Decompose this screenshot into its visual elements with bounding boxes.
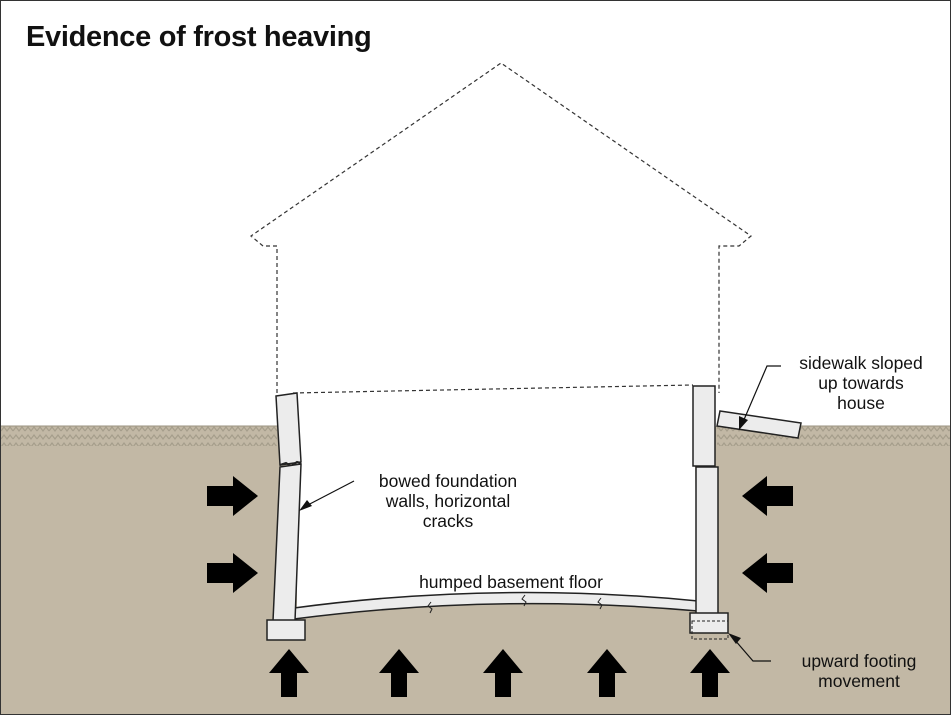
label-sidewalk: sidewalk sloped up towards house [783, 353, 939, 413]
arrow-left-icon [742, 553, 793, 593]
label-sidewalk-line: house [837, 393, 885, 413]
label-bowed-walls-line: walls, horizontal [385, 491, 511, 511]
leader-footing [728, 633, 771, 662]
left-footing [266, 619, 306, 641]
label-footing-line: upward footing [801, 651, 917, 671]
label-footing-line: movement [818, 671, 900, 691]
arrow-up-icon [483, 649, 523, 697]
label-sidewalk-line: sidewalk sloped [799, 353, 923, 373]
right-wall-upper [692, 385, 716, 467]
page-title: Evidence of frost heaving [26, 21, 372, 53]
arrow-left-icon [742, 476, 793, 516]
label-bowed-walls: bowed foundation walls, horizontal crack… [358, 471, 538, 531]
label-floor-line: humped basement floor [419, 572, 603, 592]
label-bowed-walls-line: bowed foundation [378, 471, 518, 491]
sloped-sidewalk [716, 410, 802, 439]
left-wall-upper [275, 392, 302, 466]
arrow-up-icon [587, 649, 627, 697]
arrow-right-icon [207, 476, 258, 516]
right-footing [689, 612, 729, 634]
basement-interior [297, 385, 697, 607]
leader-sidewalk [739, 365, 781, 430]
surface-layer-left [1, 426, 277, 446]
floor-line [292, 384, 694, 394]
original-footing-position [691, 620, 729, 640]
label-floor: humped basement floor [386, 572, 636, 592]
right-wall-lower [695, 466, 719, 615]
house-outline [250, 62, 752, 393]
label-sidewalk-line: up towards [818, 373, 904, 393]
label-bowed-walls-line: cracks [422, 511, 474, 531]
arrow-up-icon [379, 649, 419, 697]
arrow-right-icon [207, 553, 258, 593]
arrow-up-icon [690, 649, 730, 697]
label-footing: upward footing movement [771, 651, 947, 691]
arrow-up-icon [269, 649, 309, 697]
leader-bowed-walls [299, 480, 355, 511]
